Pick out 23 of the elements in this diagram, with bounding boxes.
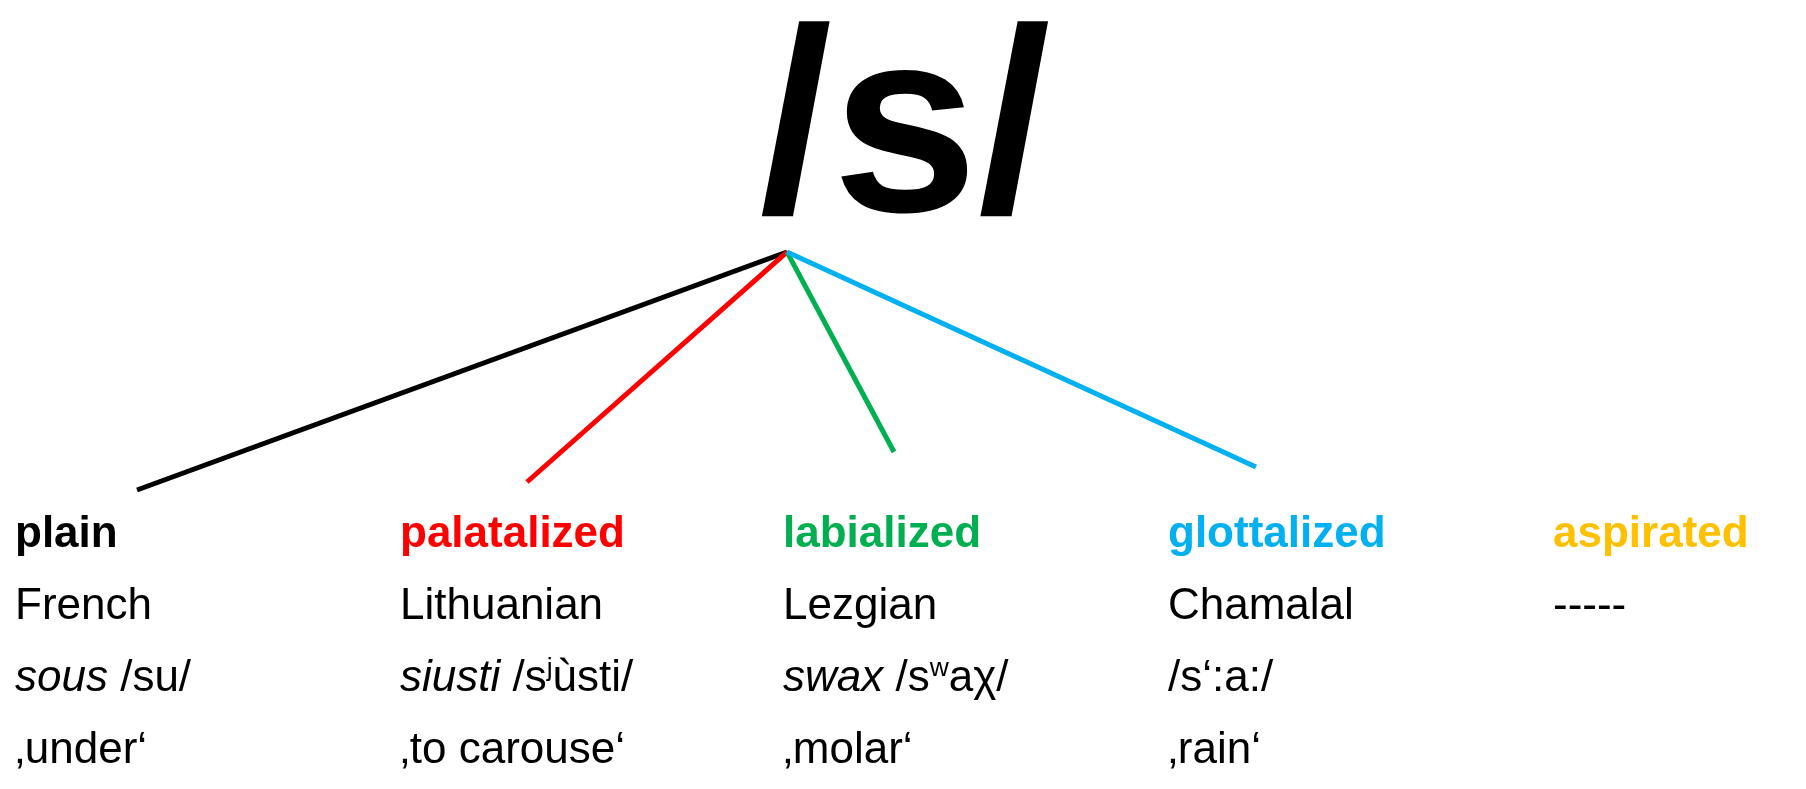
language-name: Lithuanian — [400, 578, 605, 630]
language-name: Chamalal — [1168, 578, 1355, 630]
variant-heading: glottalized — [1168, 506, 1387, 558]
language-name: Lezgian — [783, 578, 939, 630]
variant-heading: aspirated — [1553, 506, 1750, 558]
gloss: ‚rain‘ — [1168, 722, 1262, 774]
gloss: ‚under‘ — [15, 722, 149, 774]
branch-line — [525, 250, 789, 484]
branch-line — [784, 250, 897, 454]
example-word: sous /su/ — [15, 650, 193, 702]
branch-line — [136, 249, 788, 493]
gloss: ‚to carouse‘ — [400, 722, 626, 774]
variant-heading: palatalized — [400, 506, 626, 558]
variant-heading: labialized — [783, 506, 983, 558]
branch-line — [785, 249, 1258, 470]
phoneme-symbol: /s/ — [758, 0, 1052, 252]
language-name: French — [15, 578, 153, 630]
variant-heading: plain — [15, 506, 119, 558]
language-name: ----- — [1553, 578, 1628, 630]
gloss: ‚molar‘ — [783, 722, 914, 774]
example-word: /s‘:a:/ — [1168, 650, 1275, 702]
example-word: swax /s$^{w}$aχ/ — [783, 650, 1010, 702]
example-word: siusti /s$^{j}$ùsti/ — [400, 650, 635, 702]
